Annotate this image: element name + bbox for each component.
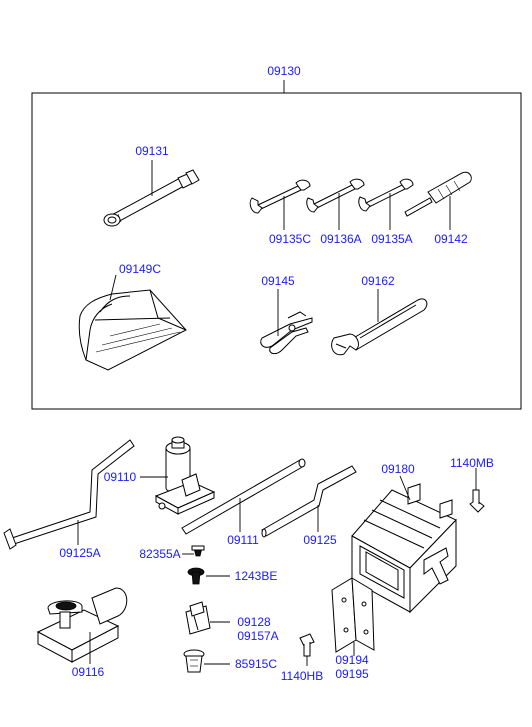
label-85915C[interactable]: 85915C: [235, 657, 277, 671]
label-09136A[interactable]: 09136A: [320, 232, 361, 246]
spanner-set: 09135C 09136A 09135A: [249, 178, 414, 246]
label-09145[interactable]: 09145: [261, 274, 295, 288]
label-09125A[interactable]: 09125A: [59, 546, 100, 560]
label-09195[interactable]: 09195: [335, 667, 369, 681]
leader-09180: [399, 475, 411, 501]
label-09135A[interactable]: 09135A: [371, 232, 412, 246]
bolt-1140mb: 1140MB: [450, 456, 494, 513]
screwdriver: 09142: [404, 171, 472, 246]
label-1140MB[interactable]: 1140MB: [450, 456, 494, 470]
label-09149C[interactable]: 09149C: [119, 262, 161, 276]
label-09135C[interactable]: 09135C: [269, 232, 311, 246]
tool-kit-frame: [31, 92, 522, 410]
jack-handle-crank: 09125A: [3, 439, 135, 560]
label-09131[interactable]: 09131: [135, 144, 169, 158]
label-09111[interactable]: 09111: [227, 533, 259, 547]
pliers: 09145: [260, 274, 313, 355]
bolt-1140hb: 1140HB: [281, 633, 323, 683]
label-09157A[interactable]: 09157A: [237, 629, 278, 643]
tool-kit-group: 09130: [31, 64, 522, 410]
bottle-jack: 09110: [104, 436, 216, 515]
clip-09128: 09128 09157A: [185, 601, 279, 643]
label-09180[interactable]: 09180: [381, 462, 415, 476]
label-09130[interactable]: 09130: [267, 64, 301, 78]
leader-09149C: [109, 274, 117, 301]
clip-82355a: 82355A: [139, 545, 205, 561]
adjustable-wrench: 09162: [331, 274, 428, 356]
label-82355A[interactable]: 82355A: [139, 547, 180, 561]
tool-bag: 09149C: [78, 262, 187, 371]
label-09125[interactable]: 09125: [303, 533, 337, 547]
label-09142[interactable]: 09142: [434, 232, 468, 246]
label-09110[interactable]: 09110: [104, 470, 137, 484]
label-1140HB[interactable]: 1140HB: [281, 669, 323, 683]
hinge-bracket: 09194 09195: [331, 577, 375, 681]
label-09194[interactable]: 09194: [335, 653, 369, 667]
label-1243BE[interactable]: 1243BE: [235, 569, 278, 583]
holder-09116: 09116: [36, 587, 128, 679]
jack-bracket: 09180: [351, 462, 457, 614]
bolt-1243be: 1243BE: [187, 567, 278, 585]
extension-bar: 09111: [181, 458, 306, 547]
label-09116[interactable]: 09116: [72, 665, 105, 679]
label-09128[interactable]: 09128: [237, 615, 271, 629]
wheel-nut-wrench: 09131: [103, 144, 200, 227]
label-09162[interactable]: 09162: [361, 274, 395, 288]
extension-rod: 09125: [261, 465, 357, 547]
grommet-85915c: 85915C: [183, 649, 277, 673]
